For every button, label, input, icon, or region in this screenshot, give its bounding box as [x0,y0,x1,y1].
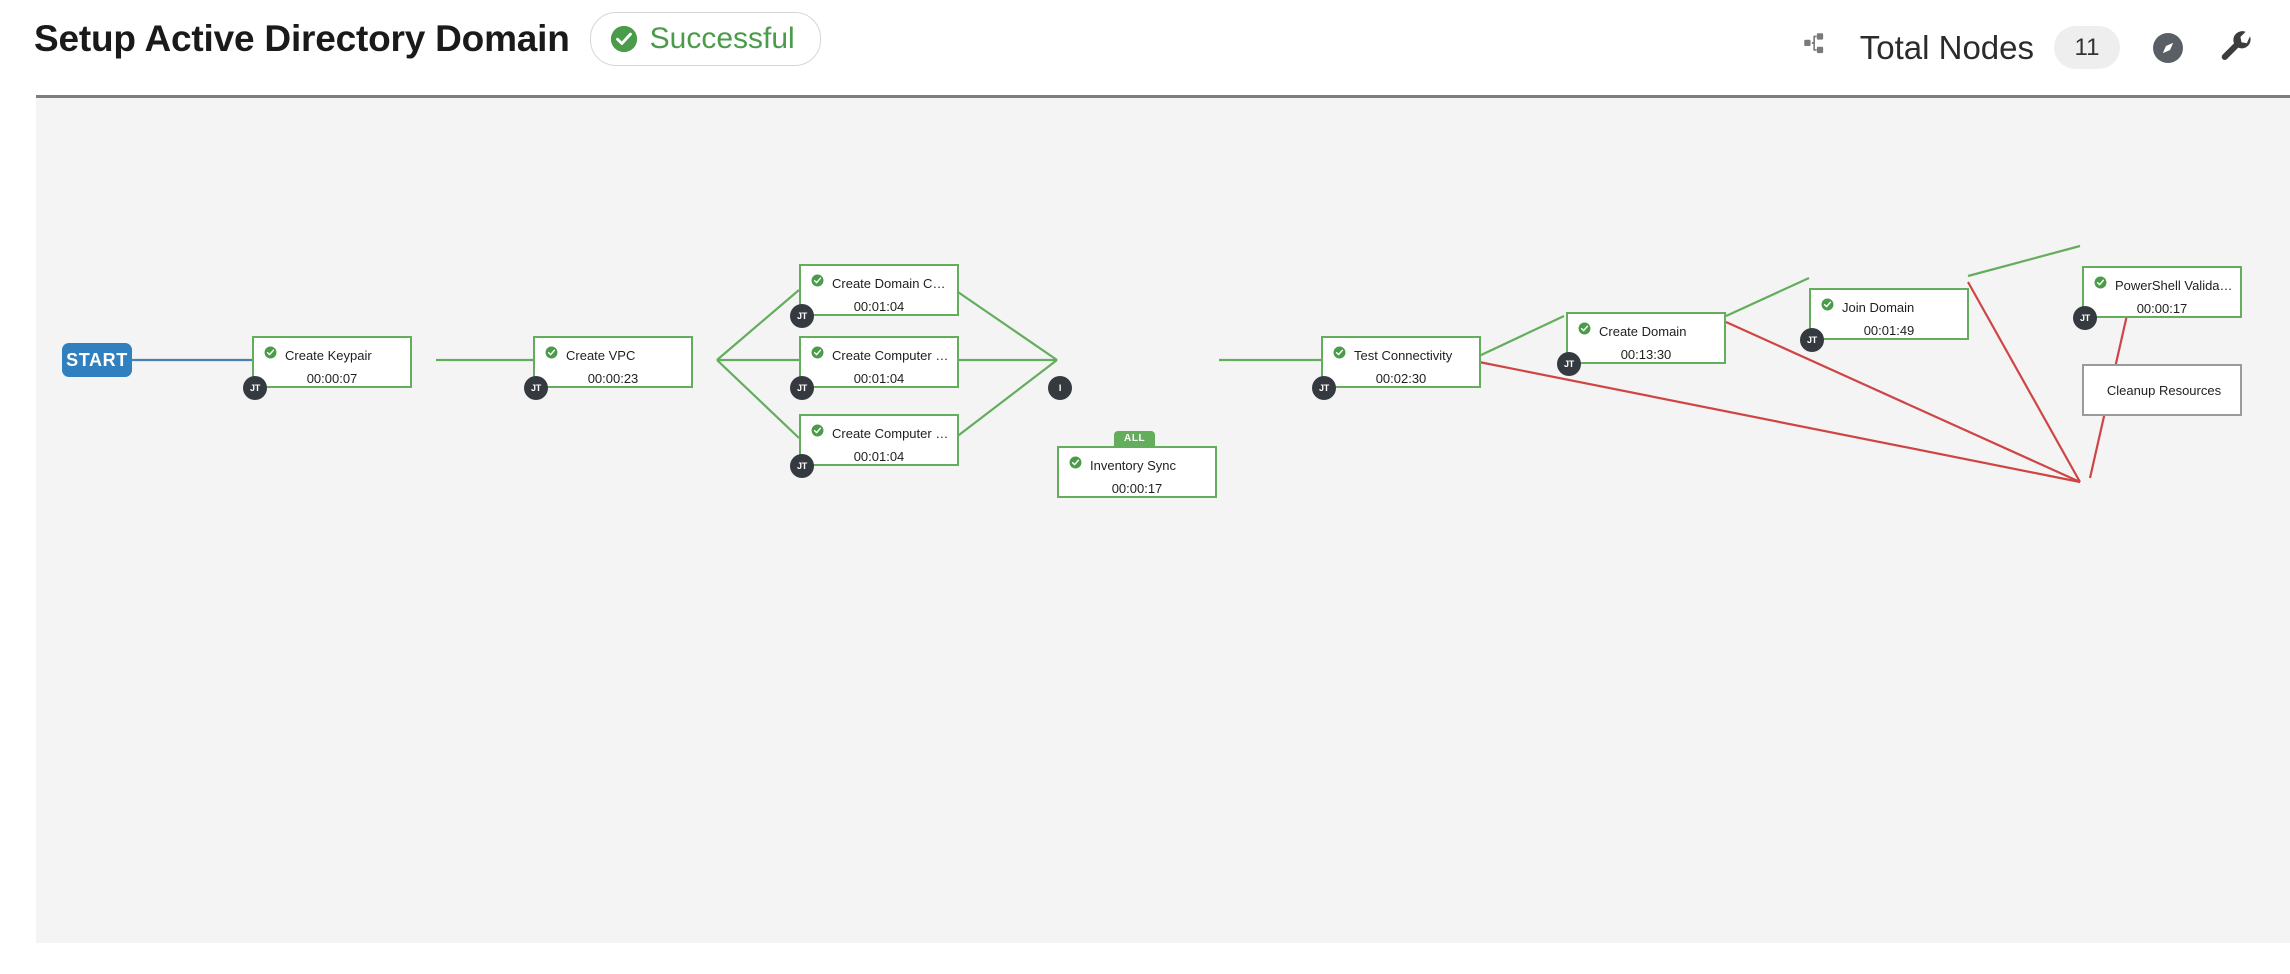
avatar-create-domain[interactable]: JT [1557,352,1581,376]
node-duration: 00:01:04 [853,371,905,386]
node-title: Create Computer (2) [832,425,951,441]
inventory-sync-all-badge: ALL [1114,431,1156,446]
edge-create-vpc-to-create-domain-controller [716,289,800,361]
avatar-create-keypair[interactable]: JT [243,376,267,400]
wrench-icon[interactable] [2218,29,2256,67]
edge-test-connectivity-to-cleanup-resources [1478,360,2081,484]
check-circle-icon [811,274,824,292]
node-header: Create Keypair [254,338,410,364]
workflow-canvas[interactable]: START Create Keypair 00:00:07 JT [36,95,2290,943]
node-inventory-sync[interactable]: Inventory Sync 00:00:17 [1057,446,1217,498]
check-circle-icon [1333,346,1346,364]
node-header: Create Computer (1) [801,338,957,364]
node-duration: 00:00:23 [587,371,639,386]
edges-layer [126,244,2134,484]
nodes-layer: START Create Keypair 00:00:07 JT [36,98,2290,943]
check-circle-icon [811,346,824,364]
node-duration: 00:02:30 [1375,371,1427,386]
avatar-create-domain-controller[interactable]: JT [790,304,814,328]
node-title: Create Domain [1599,323,1687,339]
node-join-domain[interactable]: Join Domain 00:01:49 [1809,288,1969,340]
total-nodes-label: Total Nodes [1859,28,2034,66]
node-duration: 00:00:17 [2136,301,2188,316]
check-circle-icon [1069,456,1082,474]
node-header: Create Domain [1568,314,1724,340]
node-powershell-validation[interactable]: PowerShell Validation 00:00:17 [2082,266,2242,318]
edge-create-domain-controller-to-inventory-sync [954,289,1058,361]
node-header: Create Domain Contr... [801,266,957,292]
start-node[interactable]: START [62,343,132,377]
sitemap-icon[interactable] [1802,30,1838,66]
node-create-domain[interactable]: Create Domain 00:13:30 [1566,312,1726,364]
edge-create-domain-to-cleanup-resources [1725,320,2081,484]
node-duration: 00:01:04 [853,449,905,464]
compass-icon[interactable] [2150,30,2186,66]
node-title: Test Connectivity [1354,347,1453,363]
edge-join-domain-to-powershell-validation [1967,244,2081,278]
avatar-test-connectivity[interactable]: JT [1312,376,1336,400]
node-duration: 00:01:04 [853,299,905,314]
node-duration: 00:01:49 [1863,323,1915,338]
edge-create-computer-2-to-inventory-sync [954,359,1058,439]
app-header: Setup Active Directory Domain Successful… [0,0,2290,95]
node-header: Create VPC [535,338,691,364]
check-circle-icon [264,346,277,364]
check-circle-icon [2094,276,2107,294]
check-circle-icon [545,346,558,364]
check-circle-icon [1578,322,1591,340]
node-title: Create Computer (1) [832,347,951,363]
edge-test-connectivity-to-create-domain [1478,315,1565,357]
node-create-computer-1[interactable]: Create Computer (1) 00:01:04 [799,336,959,388]
node-create-keypair[interactable]: Create Keypair 00:00:07 [252,336,412,388]
avatar-create-computer-2[interactable]: JT [790,454,814,478]
node-create-vpc[interactable]: Create VPC 00:00:23 [533,336,693,388]
node-duration: 00:00:07 [306,371,358,386]
node-duration: 00:00:17 [1111,481,1163,496]
node-duration: 00:13:30 [1620,347,1672,362]
edge-create-vpc-to-create-computer-2 [716,359,800,439]
avatar-create-computer-1[interactable]: JT [790,376,814,400]
node-header: Inventory Sync [1059,448,1215,474]
header-left-group: Setup Active Directory Domain Successful [34,12,821,66]
node-title: Create VPC [566,347,636,363]
status-badge: Successful [589,12,821,66]
check-circle-icon [811,424,824,442]
node-title: Inventory Sync [1090,457,1176,473]
node-title: Create Domain Contr... [832,275,951,291]
avatar-powershell-validation[interactable]: JT [2073,306,2097,330]
node-title: PowerShell Validation [2115,277,2234,293]
node-create-computer-2[interactable]: Create Computer (2) 00:01:04 [799,414,959,466]
header-right-group: Total Nodes 11 [1802,0,2256,95]
node-title: Create Keypair [285,347,372,363]
avatar-inventory-sync[interactable]: I [1048,376,1072,400]
node-header: Join Domain [1811,290,1967,316]
status-label: Successful [649,22,795,55]
node-cleanup-resources[interactable]: Cleanup Resources [2082,364,2242,416]
node-test-connectivity[interactable]: Test Connectivity 00:02:30 [1321,336,1481,388]
node-create-domain-controller[interactable]: Create Domain Contr... 00:01:04 [799,264,959,316]
node-header: Cleanup Resources [2084,366,2240,414]
node-header: Test Connectivity [1323,338,1479,364]
edge-create-domain-to-join-domain [1725,276,1810,318]
node-header: Create Computer (2) [801,416,957,442]
avatar-join-domain[interactable]: JT [1800,328,1824,352]
total-nodes-count-badge: 11 [2054,26,2120,69]
avatar-create-vpc[interactable]: JT [524,376,548,400]
node-title: Cleanup Resources [2106,382,2222,398]
page-title: Setup Active Directory Domain [34,18,570,59]
edge-join-domain-to-cleanup-resources [1967,281,2081,483]
check-circle-icon [1821,298,1834,316]
node-header: PowerShell Validation [2084,268,2240,294]
node-title: Join Domain [1842,299,1915,315]
check-circle-icon [609,24,639,54]
